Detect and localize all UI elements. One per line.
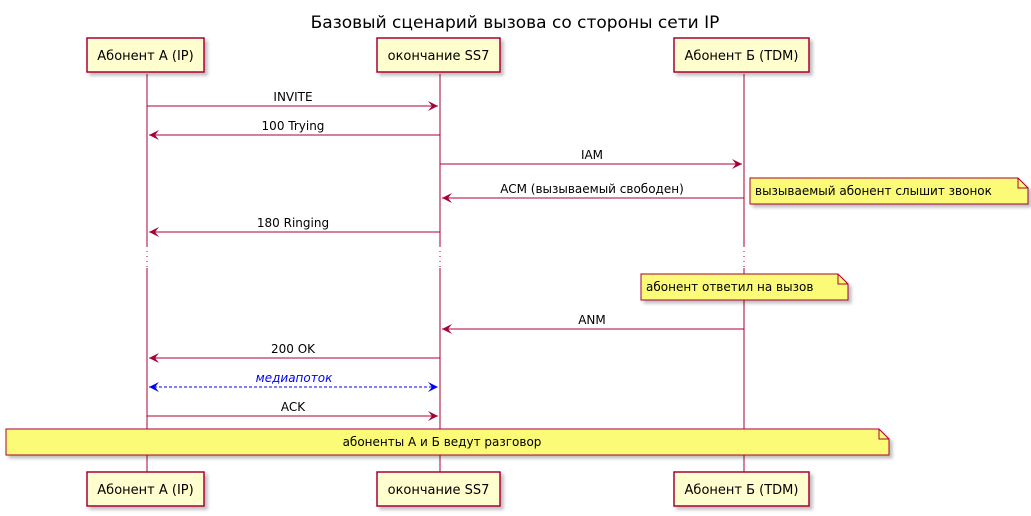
diagram-title: Базовый сценарий вызова со стороны сети … xyxy=(311,13,720,33)
note-text: абонент ответил на вызов xyxy=(646,280,813,294)
note-text: абоненты А и Б ведут разговор xyxy=(343,435,542,449)
message-media-stream: медиапоток xyxy=(149,371,438,392)
message-label: 200 OK xyxy=(271,342,316,356)
participant-s-top: окончание SS7 xyxy=(376,37,501,73)
participant-b-label: Абонент Б (TDM) xyxy=(685,483,799,498)
participant-b-bottom: Абонент Б (TDM) xyxy=(673,471,810,507)
message-label: INVITE xyxy=(273,90,312,104)
message-label: ACK xyxy=(281,400,306,414)
participant-a-label: Абонент А (IP) xyxy=(97,483,193,498)
participant-s-label: окончание SS7 xyxy=(388,49,490,64)
message-label: медиапоток xyxy=(256,371,333,385)
lifelines xyxy=(146,74,745,472)
message-anm: ANM xyxy=(442,313,744,334)
message-acm: ACM (вызываемый свободен) xyxy=(442,182,744,203)
note-subscriber-answered: абонент ответил на вызов xyxy=(640,273,849,301)
message-label: ACM (вызываемый свободен) xyxy=(500,182,684,196)
message-label: 100 Trying xyxy=(262,119,325,133)
participant-s-bottom: окончание SS7 xyxy=(376,471,501,507)
message-200-ok: 200 OK xyxy=(149,342,440,363)
note-conversation: абоненты А и Б ведут разговор xyxy=(5,428,890,456)
message-label: 180 Ringing xyxy=(257,216,329,230)
message-label: IAM xyxy=(581,148,603,162)
message-100-trying: 100 Trying xyxy=(149,119,440,140)
message-invite: INVITE xyxy=(147,90,438,111)
participant-a-bottom: Абонент А (IP) xyxy=(86,471,205,507)
participant-a-label: Абонент А (IP) xyxy=(97,49,193,64)
message-180-ringing: 180 Ringing xyxy=(149,216,440,237)
message-ack: ACK xyxy=(147,400,438,421)
note-text: вызываемый абонент слышит звонок xyxy=(755,184,992,198)
participant-s-label: окончание SS7 xyxy=(388,483,490,498)
participant-b-top: Абонент Б (TDM) xyxy=(673,37,810,73)
note-callee-hears-ring: вызываемый абонент слышит звонок xyxy=(749,177,1029,205)
message-label: ANM xyxy=(578,313,606,327)
participant-b-label: Абонент Б (TDM) xyxy=(685,49,799,64)
message-iam: IAM xyxy=(440,148,742,169)
participant-a-top: Абонент А (IP) xyxy=(86,37,205,73)
